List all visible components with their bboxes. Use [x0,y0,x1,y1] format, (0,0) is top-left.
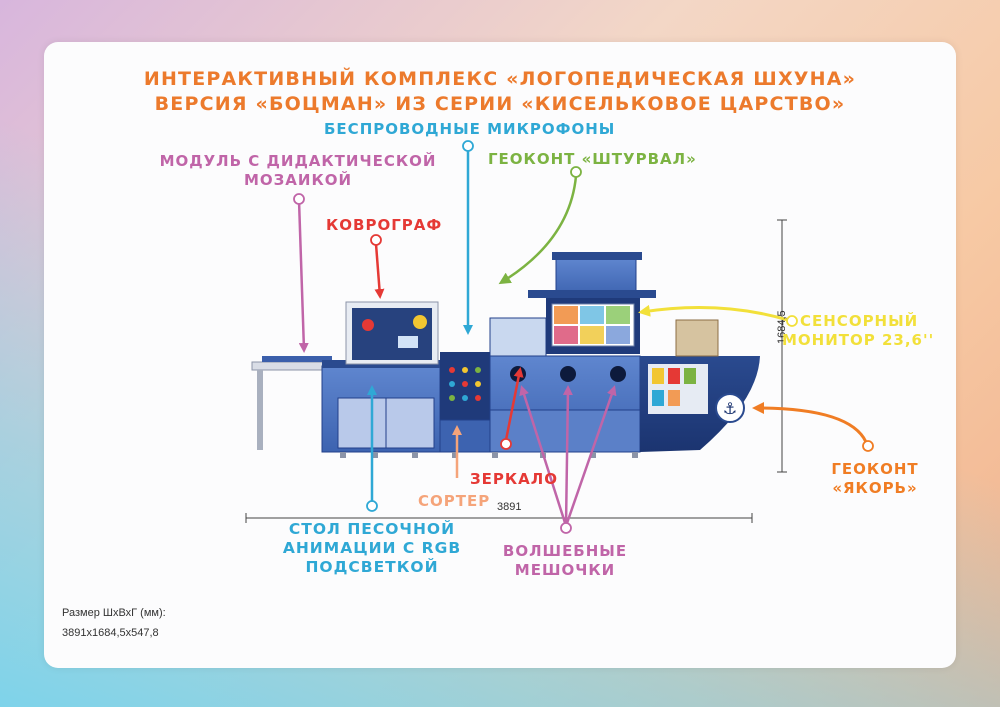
anchor-arrow [752,402,868,443]
mirror-arrow [504,367,524,441]
label-mosaic-line2: МОЗАИКОЙ [243,171,353,189]
kovrograf-arrow [374,243,385,299]
label-sand-table: СТОЛ ПЕСОЧНОЙ АНИМАЦИИ С RGB ПОДСВЕТКОЙ [282,520,462,577]
kovrograf-board [345,301,439,365]
label-monitor-line2: МОНИТОР 23,6'' [782,331,935,349]
mosaic-arrow-dot [293,193,305,205]
ship-hull: ⚓ [640,319,760,452]
steering-arrow [498,175,578,285]
microphones-arrow-dot [462,140,474,152]
label-magic-bags: ВОЛШЕБНЫЕ МЕШОЧКИ [500,542,630,580]
title-line-1: ИНТЕРАКТИВНЫЙ КОМПЛЕКС «ЛОГОПЕДИЧЕСКАЯ Ш… [143,68,857,90]
cabinet-feet [340,452,638,458]
mirror-panel [489,317,547,363]
monitor-arrow-dot [786,315,798,327]
bags-arrows [519,385,617,527]
label-anchor-line1: ГЕОКОНТ [831,460,919,478]
mirror-arrow-dot [500,438,512,450]
side-table [251,356,333,450]
anchor-arrow-dot [862,440,874,452]
svg-text:⚓: ⚓ [723,399,737,418]
label-bags-line2: МЕШОЧКИ [514,561,616,579]
label-sand-line3: ПОДСВЕТКОЙ [305,558,439,576]
main-cabin [528,252,656,354]
sand-table [321,360,441,453]
width-dimension: 3891 [497,501,522,513]
label-anchor-line2: «ЯКОРЬ» [832,479,918,497]
label-anchor: ГЕОКОНТ «ЯКОРЬ» [820,460,930,498]
dimension-lines [245,219,787,523]
label-mirror: ЗЕРКАЛО [470,470,558,488]
lower-cabinets [489,355,641,453]
steering-arrow-dot [570,166,582,178]
label-monitor-line1: СЕНСОРНЫЙ [800,312,919,330]
sorter-cabinet [439,352,491,453]
label-kovrograf: КОВРОГРАФ [326,216,443,234]
size-note-line2: 3891x1684,5x547,8 [62,627,159,639]
label-mosaic-module: МОДУЛЬ С ДИДАКТИЧЕСКОЙ МОЗАИКОЙ [148,152,448,190]
mosaic-arrow [297,199,309,353]
sand-table-arrow-dot [366,500,378,512]
label-bags-line1: ВОЛШЕБНЫЕ [502,542,628,560]
label-steering-wheel: ГЕОКОНТ «ШТУРВАЛ» [488,150,697,168]
kovrograf-arrow-dot [370,234,382,246]
size-note-line1: Размер ШхВхГ (мм): [62,607,166,619]
label-sand-line1: СТОЛ ПЕСОЧНОЙ [288,520,456,538]
bags-arrow-dot [560,522,572,534]
label-sorter: СОРТЕР [418,492,491,510]
monitor-arrow [638,304,789,322]
label-mosaic-line1: МОДУЛЬ С ДИДАКТИЧЕСКОЙ [159,152,437,170]
label-microphones: БЕСПРОВОДНЫЕ МИКРОФОНЫ [324,120,616,138]
label-sand-line2: АНИМАЦИИ С RGB [282,539,462,557]
title-line-2: ВЕРСИЯ «БОЦМАН» ИЗ СЕРИИ «КИСЕЛЬКОВОЕ ЦА… [154,93,846,115]
label-touch-monitor: СЕНСОРНЫЙ МОНИТОР 23,6'' [782,312,935,350]
